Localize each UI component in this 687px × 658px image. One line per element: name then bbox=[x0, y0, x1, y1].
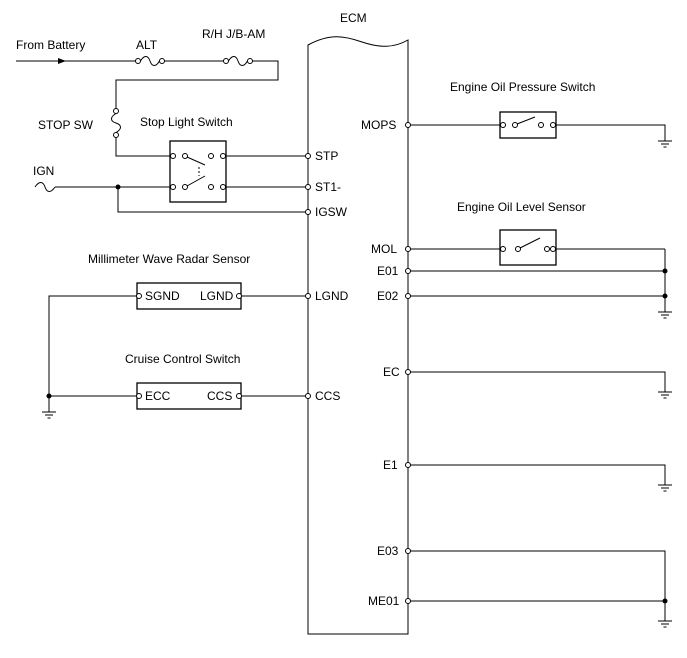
ecm-block: ECM bbox=[307, 11, 409, 635]
pin-me01: ME01 bbox=[368, 594, 400, 608]
radar-sensor-label: Millimeter Wave Radar Sensor bbox=[88, 252, 250, 266]
pin-e03: E03 bbox=[377, 544, 399, 558]
pin-st1: ST1- bbox=[315, 180, 341, 194]
ecm-title: ECM bbox=[340, 11, 367, 25]
ground-icon bbox=[658, 391, 672, 399]
junction-me01 bbox=[662, 598, 668, 604]
cruise-ccs-pin: CCS bbox=[207, 389, 232, 403]
radar-sensor: Millimeter Wave Radar Sensor SGND LGND bbox=[48, 252, 305, 396]
oil-pressure-switch: Engine Oil Pressure Switch bbox=[410, 80, 672, 148]
ground-e03-me01 bbox=[410, 550, 672, 628]
pin-stp: STP bbox=[315, 149, 338, 163]
stop-light-switch-label: Stop Light Switch bbox=[140, 115, 233, 129]
pin-ccs: CCS bbox=[315, 389, 340, 403]
cruise-ecc-pin: ECC bbox=[145, 389, 171, 403]
stop-sw-fuse-label: STOP SW bbox=[38, 118, 94, 132]
radar-sgnd-pin: SGND bbox=[145, 289, 180, 303]
pin-mol: MOL bbox=[371, 242, 397, 256]
alt-fuse-icon bbox=[135, 56, 165, 66]
stop-sw-fuse: STOP SW bbox=[38, 108, 170, 157]
cruise-switch-label: Cruise Control Switch bbox=[125, 352, 240, 366]
ecm-right-pins: MOPS MOL E01 E02 EC E1 E03 ME01 bbox=[361, 118, 411, 608]
rh-jb-fuse-icon bbox=[223, 56, 253, 66]
junction-e01 bbox=[662, 268, 668, 274]
battery-feed: From Battery ALT R/H J/B-AM bbox=[16, 27, 279, 109]
ign-fuse-icon bbox=[34, 182, 56, 192]
ground-icon bbox=[658, 620, 672, 628]
junction-e02 bbox=[662, 293, 668, 299]
pin-lgnd: LGND bbox=[315, 289, 349, 303]
ground-e1 bbox=[410, 464, 672, 492]
oil-level-sensor-label: Engine Oil Level Sensor bbox=[457, 200, 586, 214]
alt-fuse-label: ALT bbox=[136, 38, 158, 52]
pin-e01: E01 bbox=[377, 264, 399, 278]
cruise-control-switch: Cruise Control Switch ECC CCS bbox=[42, 352, 305, 419]
pin-e1: E1 bbox=[383, 458, 398, 472]
radar-lgnd-pin: LGND bbox=[200, 289, 234, 303]
rh-jb-fuse-label: R/H J/B-AM bbox=[202, 27, 265, 41]
ground-icon bbox=[42, 411, 56, 419]
arrow-right-icon bbox=[58, 58, 66, 64]
from-battery-label: From Battery bbox=[16, 38, 85, 52]
stop-light-switch: Stop Light Switch bbox=[140, 115, 305, 203]
pin-e02: E02 bbox=[377, 289, 399, 303]
ground-icon bbox=[658, 311, 672, 319]
pin-igsw: IGSW bbox=[315, 205, 348, 219]
oil-level-sensor: Engine Oil Level Sensor bbox=[410, 200, 665, 266]
oil-pressure-switch-label: Engine Oil Pressure Switch bbox=[450, 80, 595, 94]
ground-icon bbox=[658, 140, 672, 148]
ground-ec bbox=[410, 371, 672, 399]
pin-ec: EC bbox=[383, 365, 400, 379]
ign-fuse-label: IGN bbox=[33, 164, 54, 178]
ign-fuse: IGN bbox=[33, 164, 305, 213]
ground-icon bbox=[658, 484, 672, 492]
pin-mops: MOPS bbox=[361, 118, 396, 132]
ground-bus-e01-e02 bbox=[410, 249, 672, 319]
ecm-left-pins: STP ST1- IGSW LGND CCS bbox=[305, 149, 349, 403]
stop-sw-fuse-icon bbox=[111, 108, 121, 138]
